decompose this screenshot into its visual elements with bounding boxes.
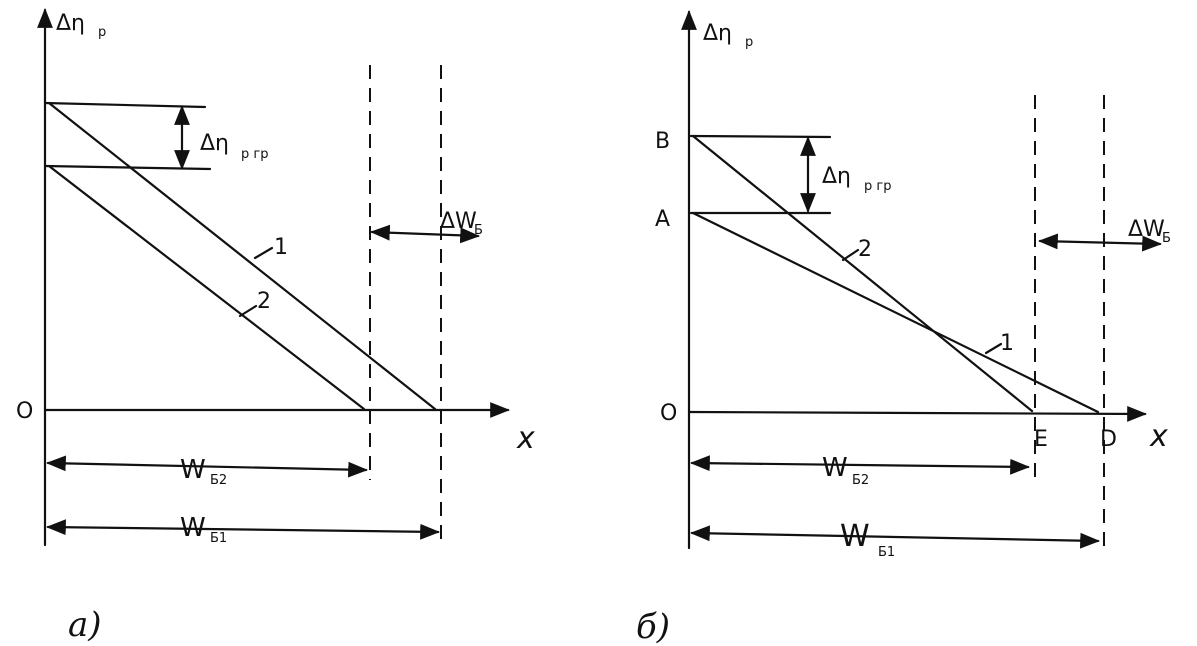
panel-b-line-1-label: 1 — [1000, 331, 1014, 356]
panel-a-line-2 — [47, 164, 366, 411]
panel-b-line-2-leader — [841, 248, 860, 262]
panel-a-upper-level-line — [43, 101, 207, 109]
panel-a-dw-sub: Б — [474, 223, 483, 238]
panel-b-y-axis-label: Δη — [703, 21, 732, 46]
panel-b-line-2 — [691, 134, 1034, 413]
panel-b-delta-label: Δη — [822, 164, 851, 189]
panel-a-dw-label: ΔW — [440, 209, 477, 234]
panel-a-delta-sub: р гр — [241, 147, 268, 162]
panel-b-wb1-label: W — [840, 519, 870, 554]
panel-a-line-1 — [47, 101, 437, 411]
panel-b-point-d-label: D — [1100, 427, 1117, 452]
panel-a: Δη р x O Δη р гр 1 2 ΔW Б W Б2 W — [16, 8, 535, 645]
panel-b-wb2-dimension — [690, 455, 1030, 475]
panel-b-wb1-dimension — [690, 525, 1100, 549]
panel-a-origin-label: O — [16, 399, 33, 424]
panel-a-line-2-leader — [238, 304, 258, 318]
panel-b-x-axis — [687, 406, 1147, 422]
panel-b-b-level-line — [689, 134, 832, 139]
panel-a-x-axis-label: x — [516, 421, 535, 456]
panel-b-y-axis-sub: р — [745, 35, 753, 50]
panel-b-dw-sub: Б — [1162, 231, 1171, 246]
panel-a-y-axis-label: Δη — [56, 11, 85, 36]
panel-b: Δη р x O В А Е D Δη р гр 2 1 ΔW Б — [636, 10, 1171, 646]
panel-b-line-1 — [691, 211, 1100, 414]
panel-a-wb2-sub: Б2 — [210, 473, 227, 488]
panel-a-wb1-dimension — [46, 519, 440, 540]
panel-b-origin-label: O — [660, 401, 677, 426]
panel-a-wb1-label: W — [180, 513, 206, 543]
panel-b-x-axis-label: x — [1149, 419, 1168, 454]
panel-a-wb2-label: W — [180, 455, 206, 485]
panel-b-dw-label: ΔW — [1128, 217, 1165, 242]
panel-b-wb1-sub: Б1 — [878, 545, 895, 560]
panel-b-line-2-label: 2 — [858, 237, 872, 262]
panel-b-wb2-label: W — [822, 453, 848, 483]
panel-b-delta-sub: р гр — [864, 179, 891, 194]
panel-a-line-1-label: 1 — [274, 235, 288, 260]
panel-a-caption: а) — [68, 605, 102, 645]
panel-b-point-e-label: Е — [1034, 427, 1048, 452]
panel-a-dw-arrow — [370, 224, 480, 244]
panel-a-line-1-leader — [253, 246, 274, 260]
panel-a-delta-label: Δη — [200, 131, 229, 156]
panel-a-wb1-sub: Б1 — [210, 531, 227, 546]
panel-b-wb2-sub: Б2 — [852, 473, 869, 488]
panel-b-dw-arrow — [1038, 233, 1162, 252]
panel-b-caption: б) — [636, 607, 670, 646]
panel-a-y-axis-sub: р — [98, 25, 106, 40]
panel-b-line-1-leader — [984, 342, 1003, 355]
panel-b-point-b-label: В — [655, 129, 670, 154]
panel-a-wb2-dimension — [46, 455, 368, 478]
panel-b-point-a-label: А — [655, 207, 670, 232]
panel-a-line-2-label: 2 — [257, 289, 271, 314]
